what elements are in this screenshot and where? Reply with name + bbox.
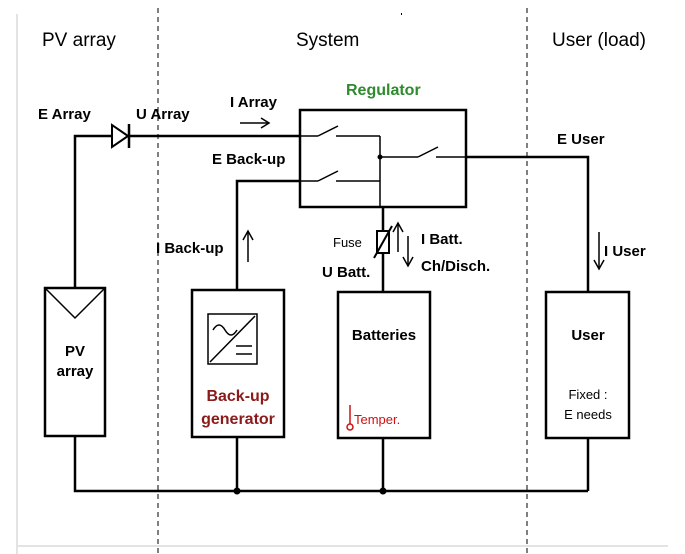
user-wire [466, 155, 590, 292]
label-e-backup: E Back-up [212, 151, 285, 168]
diode-icon [111, 123, 131, 149]
pv-array-box: PV array [43, 286, 107, 438]
user-note-2: E needs [564, 407, 612, 422]
i-user-arrow-icon [593, 232, 605, 271]
label-i-array: I Array [230, 94, 278, 111]
section-system: System [296, 30, 359, 51]
label-fuse: Fuse [333, 235, 362, 250]
label-ch-disch: Ch/Disch. [421, 258, 490, 275]
batteries-label: Batteries [352, 327, 416, 344]
user-note-1: Fixed : [568, 387, 607, 402]
pv-bottom-wire [73, 436, 588, 493]
label-i-batt: I Batt. [421, 231, 463, 248]
i-array-arrow-icon [240, 117, 271, 129]
temper-label: Temper. [354, 412, 400, 427]
thermometer-icon [346, 405, 354, 431]
backup-label-1: Back-up [206, 388, 269, 405]
label-i-backup: I Back-up [156, 240, 224, 257]
section-user-load: User (load) [552, 30, 646, 51]
pv-top-wire [73, 134, 112, 288]
i-backup-arrow-icon [242, 229, 254, 262]
label-e-user: E User [557, 131, 605, 148]
label-i-user: I User [604, 243, 646, 260]
pv-array-label-1: PV [65, 343, 85, 360]
user-label: User [571, 327, 605, 344]
top-speck [401, 13, 402, 15]
backup-label-2: generator [201, 411, 275, 428]
backup-wire [235, 179, 300, 290]
section-pv-array: PV array [42, 30, 116, 51]
regulator-box [298, 108, 468, 209]
label-e-array: E Array [38, 106, 91, 123]
junction-battery [379, 487, 387, 495]
backup-generator-box: Back-up generator [190, 288, 286, 439]
regulator-switches [300, 125, 466, 207]
label-u-array: U Array [136, 106, 190, 123]
user-box: User Fixed : E needs [544, 290, 631, 440]
junction-backup [233, 487, 241, 495]
i-batt-arrow-icon [392, 221, 414, 268]
pv-array-label-2: array [57, 363, 94, 380]
label-u-batt: U Batt. [322, 264, 370, 281]
regulator-label: Regulator [346, 82, 421, 99]
batteries-box: Batteries Temper. [336, 290, 432, 440]
fuse-icon [373, 225, 393, 259]
